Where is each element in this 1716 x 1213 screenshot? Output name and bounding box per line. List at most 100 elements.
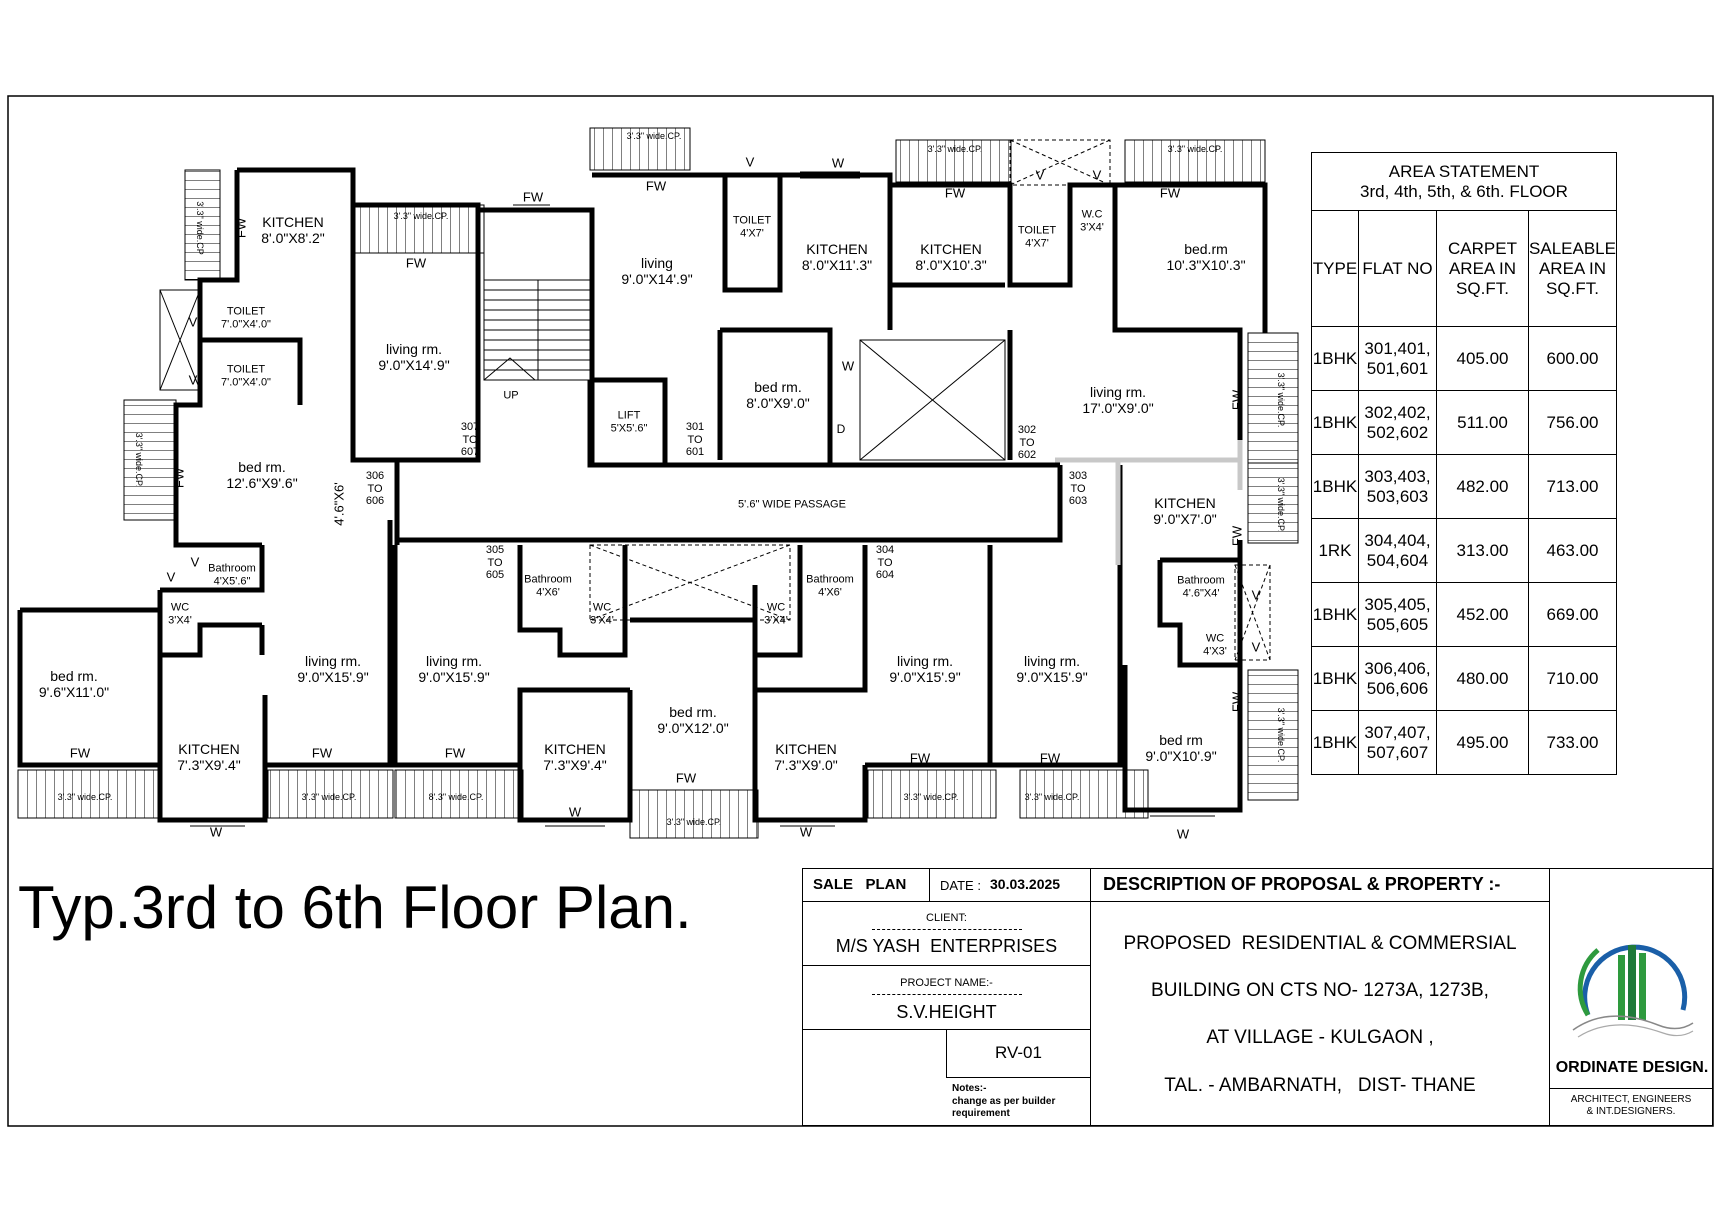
room-label: living rm.9'.0"X15'.9" xyxy=(297,653,368,685)
flat-tag: 306 TO 606 xyxy=(365,470,385,508)
room-name: TOILET xyxy=(226,363,266,376)
fw-mark: FW xyxy=(1229,525,1245,547)
project-divider xyxy=(872,994,1022,995)
client-divider xyxy=(872,929,1022,930)
col-flat-no-header: FLAT NO xyxy=(1358,210,1437,327)
room-name: W.C xyxy=(1081,208,1103,221)
room-size: 4'X7' xyxy=(740,227,764,239)
room-size: 9'.0"X15'.9" xyxy=(889,669,961,685)
fw-mark: FW xyxy=(522,189,544,205)
cp-mark: 3'.3" wide.CP. xyxy=(301,791,357,802)
cp-mark: 3'.3" wide.CP. xyxy=(927,143,983,154)
v-mark: V xyxy=(745,154,755,170)
staircase xyxy=(483,209,593,381)
fw-mark: FW xyxy=(233,217,249,239)
room-name: TOILET xyxy=(732,214,772,227)
room-size: 7'.3"X9'.4" xyxy=(543,757,607,773)
room-size: 7'.0"X4'.0" xyxy=(221,318,271,330)
cell-type: 1BHK xyxy=(1311,326,1359,391)
room-name: living rm. xyxy=(304,652,361,669)
cell-saleable-area: 756.00 xyxy=(1528,390,1617,455)
project-value: S.V.HEIGHT xyxy=(896,1002,997,1022)
room-name: Bathroom xyxy=(208,562,256,575)
room-size: 17'.0"X9'.0" xyxy=(1082,400,1154,416)
cp-mark: 3'.3" wide.CP. xyxy=(1024,791,1080,802)
room-size: 9'.0"X14'.9" xyxy=(378,357,450,373)
cell-carpet-area: 511.00 xyxy=(1436,390,1529,455)
flat-tag: 302 TO 602 xyxy=(1017,424,1037,462)
room-name: bed rm. xyxy=(754,378,802,395)
room-size: 7'.0"X4'.0" xyxy=(221,376,271,388)
room-label: bed rm.9'.0"X12'.0" xyxy=(657,704,728,736)
room-size: 3'X4' xyxy=(764,614,788,626)
room-size: 8'.0"X9'.0" xyxy=(746,395,810,411)
col-carpet-header: CARPET AREA IN SQ.FT. xyxy=(1436,210,1529,327)
w-mark: W xyxy=(831,155,845,171)
cp-mark: 3'.3" wide.CP. xyxy=(1167,143,1223,154)
date-value: 30.03.2025 xyxy=(990,876,1061,892)
room-size: 9'.0"X15'.9" xyxy=(1016,669,1088,685)
up-mark: UP xyxy=(503,389,519,402)
room-size: 9'.0"X15'.9" xyxy=(297,669,369,685)
room-name: Bathroom xyxy=(806,573,854,586)
firm-logo xyxy=(1572,944,1694,1038)
description-line-4: TAL. - AMBARNATH, DIST- THANE xyxy=(1164,1075,1476,1096)
room-name: KITCHEN xyxy=(262,213,324,230)
cell-flat-no: 301,401, 501,601 xyxy=(1358,326,1437,391)
room-name: LIFT xyxy=(617,409,641,422)
w-mark: W xyxy=(841,358,855,374)
cell-carpet-area: 313.00 xyxy=(1436,518,1529,583)
room-size: 10'.3"X10'.3" xyxy=(1166,257,1246,273)
lobby-label: 4'.6"X6' xyxy=(331,482,347,526)
v-mark: V xyxy=(188,372,198,388)
room-size: 9'.0"X7'.0" xyxy=(1153,511,1217,527)
room-label: living rm.9'.0"X15'.9" xyxy=(889,653,960,685)
room-label: living rm.17'.0"X9'.0" xyxy=(1082,384,1153,416)
room-size: 8'.0"X10'.3" xyxy=(915,257,987,273)
cp-mark: 3'.3" wide.CP xyxy=(195,201,206,255)
room-name: living rm. xyxy=(1089,383,1146,400)
w-mark: W xyxy=(568,804,582,820)
cell-saleable-area: 733.00 xyxy=(1528,710,1617,775)
room-name: living rm. xyxy=(1023,652,1080,669)
side-balconies xyxy=(123,169,1299,801)
description-line-2: BUILDING ON CTS NO- 1273A, 1273B, xyxy=(1151,980,1489,1001)
flat-tag: 304 TO 604 xyxy=(875,544,895,582)
cell-flat-no: 306,406, 506,606 xyxy=(1358,646,1437,711)
room-name: KITCHEN xyxy=(806,240,868,257)
flat-tag: 301 TO 601 xyxy=(685,421,705,459)
room-label: living rm.9'.0"X15'.9" xyxy=(1016,653,1087,685)
fw-mark: FW xyxy=(1229,389,1245,411)
room-label: living rm.9'.0"X15'.9" xyxy=(418,653,489,685)
cp-mark: 3'.3" wide.CP. xyxy=(393,210,449,221)
room-size: 3'X4' xyxy=(590,614,614,626)
revision-value: RV-01 xyxy=(995,1043,1042,1062)
room-size: 9'.0"X14'.9" xyxy=(621,271,693,287)
room-name: TOILET xyxy=(226,305,266,318)
description-line-1: PROPOSED RESIDENTIAL & COMMERSIAL xyxy=(1123,933,1517,954)
v-mark: V xyxy=(166,569,176,585)
windows xyxy=(190,171,1215,827)
w-mark: W xyxy=(209,824,223,840)
room-name: KITCHEN xyxy=(544,740,606,757)
fw-mark: FW xyxy=(69,745,91,761)
room-size: 12'.6"X9'.6" xyxy=(226,475,298,491)
